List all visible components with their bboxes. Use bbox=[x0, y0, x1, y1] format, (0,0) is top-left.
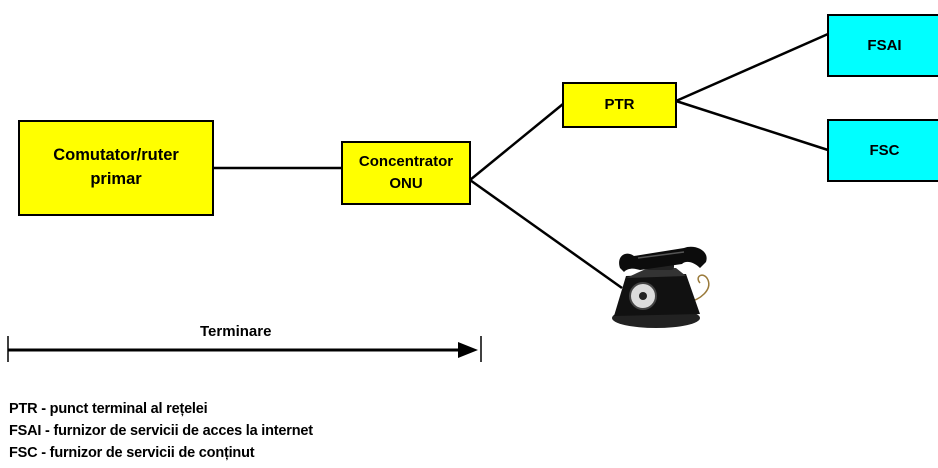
link-onu-telephone bbox=[469, 178, 623, 290]
onu-label: Concentrator ONU bbox=[358, 153, 454, 192]
onu-concentrator-box: Concentrator ONU bbox=[341, 141, 471, 205]
telephone-icon bbox=[612, 246, 710, 328]
link-ptr-fsc bbox=[675, 99, 829, 152]
legend-item-fsai: FSAI - furnizor de servicii de acces la … bbox=[9, 423, 313, 439]
fsai-box: FSAI bbox=[827, 14, 938, 77]
ptr-box: PTR bbox=[562, 82, 677, 128]
legend-item-ptr: PTR - punct terminal al rețelei bbox=[9, 401, 208, 417]
primary-router-label: Comutator/ruter primar bbox=[53, 146, 179, 188]
termination-label: Terminare bbox=[200, 323, 272, 340]
legend-item-fsc: FSC - furnizor de servicii de conținut bbox=[9, 445, 255, 461]
fsc-label: FSC bbox=[869, 141, 900, 159]
termination-span-arrow bbox=[7, 336, 482, 362]
link-ptr-fsai bbox=[675, 32, 829, 103]
primary-router-box: Comutator/ruter primar bbox=[18, 120, 214, 216]
connection-lines bbox=[213, 32, 829, 290]
fsai-label: FSAI bbox=[867, 36, 902, 54]
ptr-label: PTR bbox=[604, 96, 635, 114]
link-onu-ptr bbox=[469, 103, 564, 181]
span-arrowhead bbox=[458, 342, 478, 358]
fsc-box: FSC bbox=[827, 119, 938, 182]
